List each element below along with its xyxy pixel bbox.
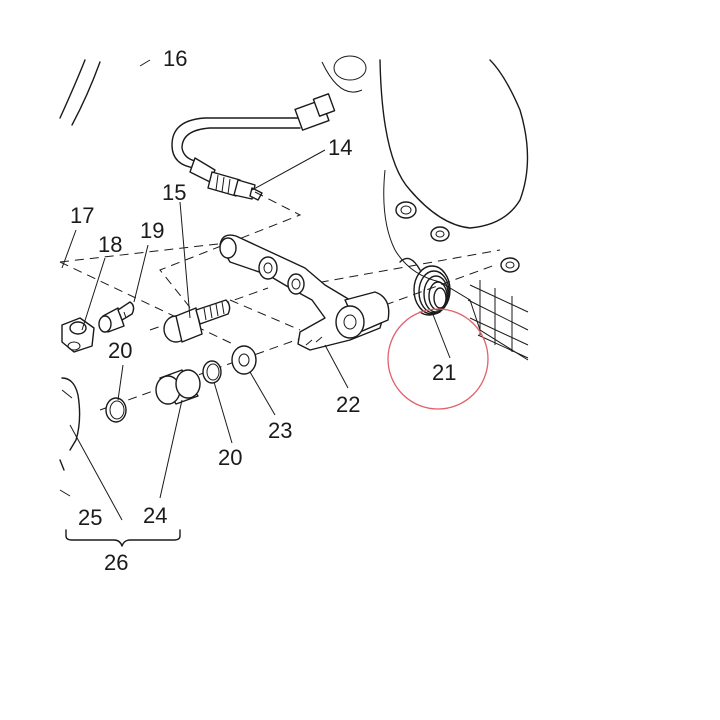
callout-24: 24	[143, 503, 167, 528]
group-bracket-26	[65, 529, 181, 547]
callout-22: 22	[336, 392, 360, 417]
washer-part-23	[231, 345, 257, 375]
circlip-part-20-right	[202, 360, 222, 384]
callout-19: 19	[140, 218, 164, 243]
oxygen-sensor	[171, 93, 336, 201]
callout-20-left: 20	[108, 338, 132, 363]
screw-part-19	[98, 301, 135, 333]
part-18-grommet	[61, 317, 95, 353]
callout-15: 15	[162, 180, 186, 205]
callout-21: 21	[432, 360, 456, 385]
circlip-part-20-left	[105, 397, 127, 423]
callout-20-right: 20	[218, 445, 242, 470]
leader-lines	[61, 149, 451, 521]
callout-18: 18	[98, 232, 122, 257]
partial-part-top-left	[59, 59, 151, 126]
callout-14: 14	[328, 135, 352, 160]
callout-25: 25	[78, 505, 102, 530]
callout-17: 17	[70, 203, 94, 228]
lever-part-25	[59, 377, 81, 497]
engine-casing	[321, 55, 529, 361]
highlight-circle	[387, 308, 489, 410]
bushing-part-24	[155, 369, 201, 405]
callout-16: 16	[163, 46, 187, 71]
bolt-part-15	[163, 299, 231, 343]
callout-23: 23	[268, 418, 292, 443]
callout-26: 26	[104, 550, 128, 575]
torsion-spring-21	[399, 257, 451, 316]
bracket-part-22	[219, 234, 390, 351]
